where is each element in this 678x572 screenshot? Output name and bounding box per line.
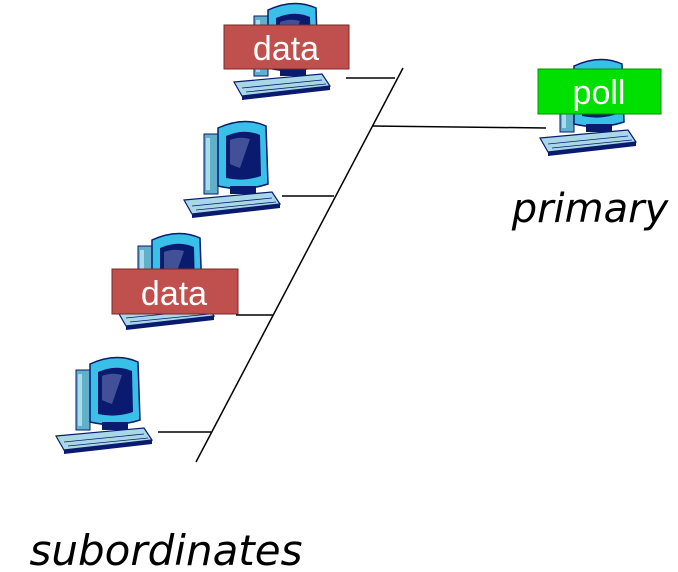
data-label-1: data xyxy=(253,30,319,68)
primary-label: primary xyxy=(511,186,670,232)
bus-line xyxy=(158,67,547,463)
data-label-2: data xyxy=(141,275,207,313)
subordinate-computer-icon-4 xyxy=(55,356,153,455)
poll-tag: poll xyxy=(537,68,662,115)
poll-label: poll xyxy=(573,74,626,112)
data-tag-1: data xyxy=(223,24,350,70)
subordinates-label: subordinates xyxy=(30,526,303,572)
data-tag-2: data xyxy=(111,268,239,315)
subordinate-computer-icon-2 xyxy=(183,120,281,219)
